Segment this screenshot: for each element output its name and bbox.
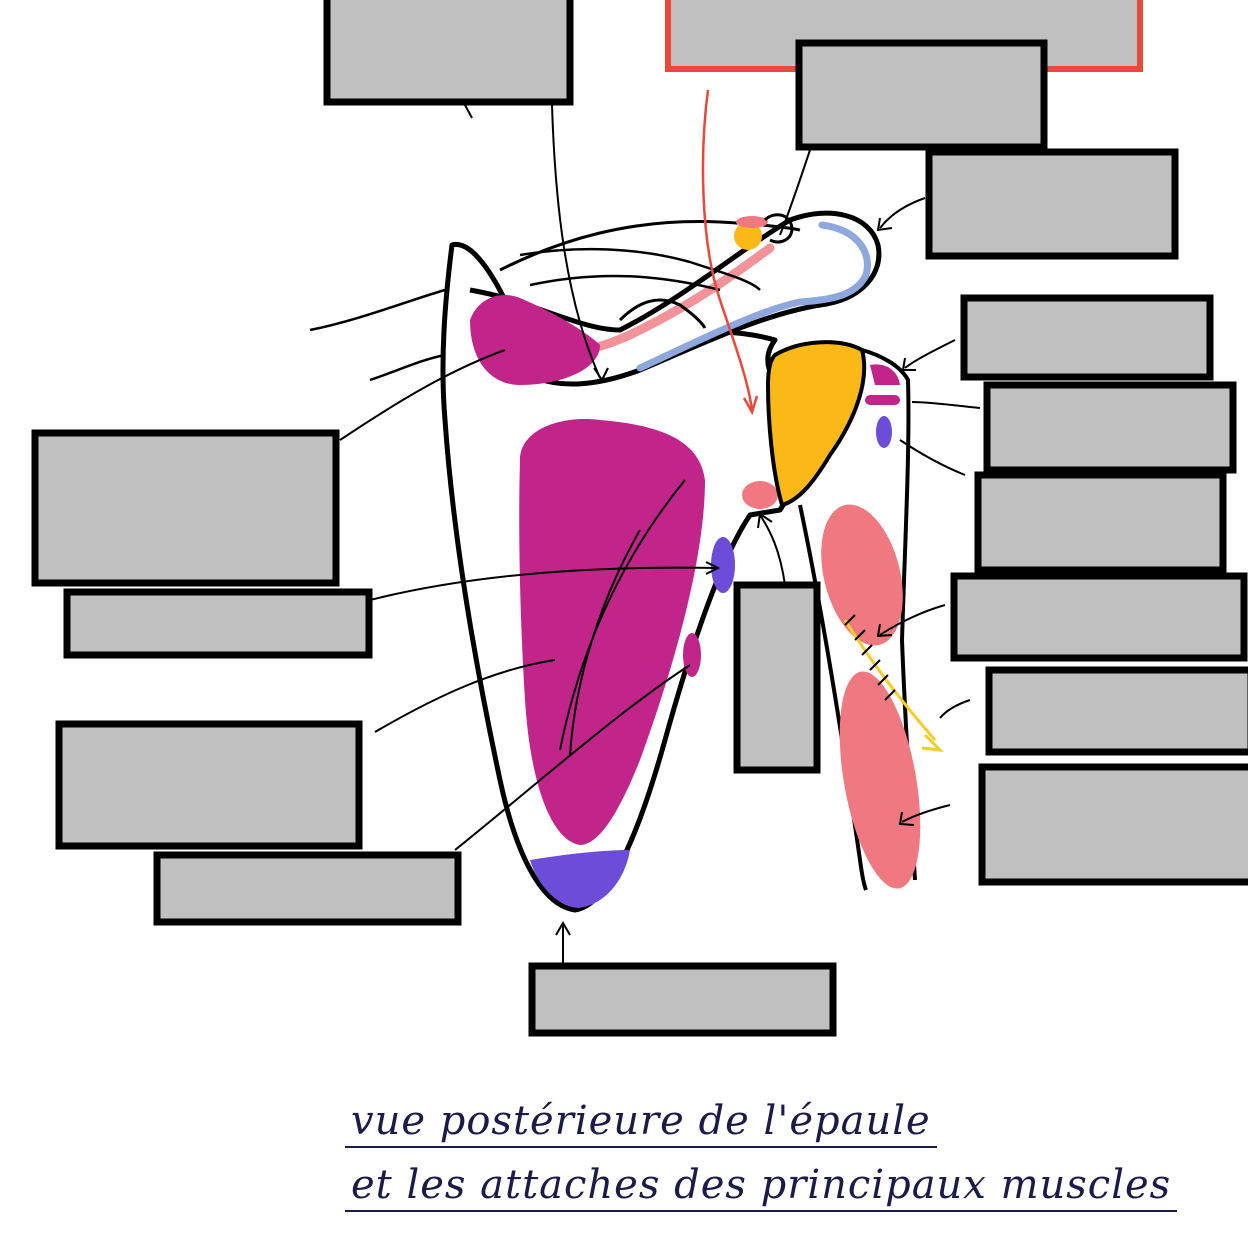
leader-left-upper [339, 349, 506, 441]
acromion-blue-ligament [636, 221, 871, 372]
leader-right-5 [939, 699, 971, 719]
glenoid-cavity [765, 340, 867, 508]
upper-border-line [499, 220, 801, 272]
leader-left-lower [374, 659, 556, 733]
label-box-right-1 [960, 294, 1214, 381]
label-box-bottom [528, 962, 837, 1037]
leader-right-4 [879, 604, 946, 636]
leader-center-head [757, 512, 773, 529]
leader-bottom-left [454, 664, 691, 851]
yellow-arrow-coil [844, 614, 896, 701]
label-box-center [733, 581, 821, 774]
caption-text-2: et les attaches des principaux muscles [345, 1162, 1178, 1212]
leader-right-2 [911, 401, 981, 409]
leader-top-left-head [593, 367, 609, 382]
label-box-acromion [925, 148, 1179, 260]
label-boxes [31, 0, 1248, 1037]
label-box-top-right [795, 39, 1048, 151]
infraspinatus-fibre-2 [569, 529, 641, 756]
leader-lines [339, 104, 981, 965]
teres-major-insertion [683, 633, 701, 677]
leader-top-right [779, 149, 811, 236]
muscle-fibre-4 [529, 274, 721, 292]
leader-left-mid-head [705, 561, 721, 575]
red-arrow-head [742, 395, 759, 416]
humerus-magenta-band [865, 395, 900, 405]
acromioclavicular-yellow [734, 222, 762, 250]
clavicle-end [763, 213, 794, 244]
label-box-left-lower [55, 720, 363, 850]
leader-bottom-head [555, 921, 571, 936]
leader-top-left-tail [464, 104, 473, 119]
deltoid-insertion-upper [821, 504, 903, 646]
label-box-right-6 [978, 763, 1248, 886]
leader-center [759, 514, 786, 586]
label-box-right-5 [985, 666, 1248, 756]
leader-right-4-head [876, 623, 893, 638]
leader-acromion [879, 197, 926, 229]
humerus-violet-insertion [876, 416, 892, 448]
inferior-angle-insertion [530, 850, 630, 908]
leader-right-6 [901, 804, 951, 823]
label-box-bottom-left [153, 851, 462, 926]
leader-acromion-head [876, 217, 893, 232]
muscle-fibre-2 [369, 353, 446, 382]
caption-line-1: vue postérieure de l'épaule [345, 1098, 1005, 1148]
leader-left-mid [369, 566, 719, 601]
muscle-fibre-1 [309, 288, 446, 332]
humerus-top-insertion [870, 364, 900, 385]
label-box-right-3 [974, 471, 1227, 574]
leader-right-1 [904, 339, 956, 369]
label-box-left-upper [31, 429, 340, 587]
coracoid-line [618, 298, 707, 329]
supraspinatus-insertion [470, 294, 600, 385]
teres-minor-insertion [711, 537, 735, 593]
red-pointer-arrow [701, 89, 754, 411]
label-box-right-4 [950, 572, 1248, 662]
label-box-top-left [323, 0, 574, 106]
yellow-arrow-head [921, 733, 945, 752]
label-box-left-mid [63, 588, 373, 659]
infraspinatus-fibre [559, 479, 686, 751]
yellow-rotation-arrow [843, 619, 937, 741]
caption-line-2: et les attaches des principaux muscles [345, 1162, 1178, 1212]
label-box-top-highlight [665, 0, 1143, 72]
triceps-origin-small [742, 481, 778, 509]
infraspinatus-insertion [519, 419, 705, 845]
caption-text-1: vue postérieure de l'épaule [345, 1098, 937, 1148]
deltoid-insertion-lower [839, 671, 921, 889]
leader-top-left [551, 104, 601, 379]
label-box-right-2 [983, 381, 1237, 474]
leader-right-1-head [901, 357, 916, 371]
leader-right-3 [899, 439, 966, 476]
leader-right-6-head [898, 811, 915, 826]
acromioclavicular-pink [736, 216, 768, 228]
